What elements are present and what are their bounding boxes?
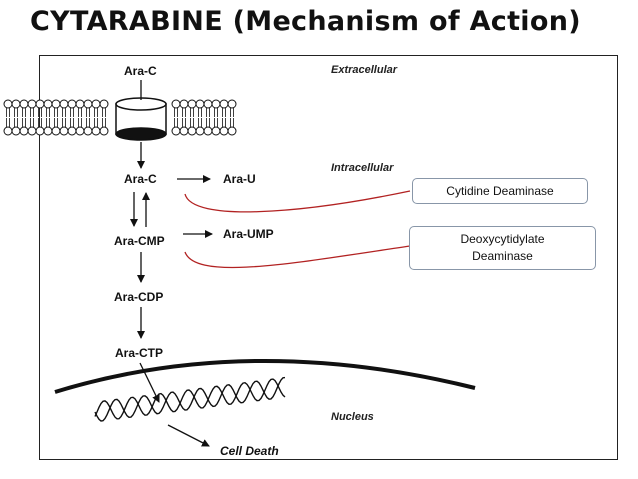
transporter-channel: [115, 97, 167, 141]
lipid-head: [179, 126, 189, 136]
nucleus-label: Nucleus: [331, 411, 374, 423]
lipid-head: [227, 99, 237, 109]
node-cell-death: Cell Death: [220, 444, 279, 458]
lipid-head: [11, 126, 21, 136]
lipid-head: [219, 126, 229, 136]
lipid-head: [43, 99, 53, 109]
lipid-head: [51, 99, 61, 109]
nuclear-envelope: [54, 358, 476, 394]
lipid-head: [187, 99, 197, 109]
lipid-head: [195, 126, 205, 136]
lipid-head: [59, 99, 69, 109]
node-ara-cmp: Ara-CMP: [114, 234, 165, 248]
lipid-head: [27, 126, 37, 136]
lipid-head: [211, 99, 221, 109]
slide-title: CYTARABINE (Mechanism of Action): [30, 6, 581, 37]
intracellular-label: Intracellular: [331, 162, 394, 174]
node-ara-cdp: Ara-CDP: [114, 290, 163, 304]
lipid-head: [59, 126, 69, 136]
lipid-head: [171, 126, 181, 136]
enzyme-label-deoxycytidylate-line2: Deaminase: [472, 249, 533, 263]
extracellular-label: Extracellular: [331, 64, 398, 76]
lipid-head: [227, 126, 237, 136]
lipid-head: [67, 99, 77, 109]
lipid-head: [19, 126, 29, 136]
node-ara-u: Ara-U: [223, 172, 256, 186]
node-ara-ctp: Ara-CTP: [115, 346, 163, 360]
lipid-head: [187, 126, 197, 136]
lipid-head: [91, 99, 101, 109]
lipid-head: [195, 99, 205, 109]
node-ara-ump: Ara-UMP: [223, 227, 274, 241]
lipid-head: [11, 99, 21, 109]
enzyme-box-deoxycytidylate-deaminase: Deoxycytidylate Deaminase: [409, 226, 596, 270]
enzyme-label-cytidine-deaminase: Cytidine Deaminase: [446, 184, 554, 198]
lipid-head: [35, 99, 45, 109]
connector-deoxycytidylate-deaminase: [184, 245, 411, 269]
lipid-head: [203, 99, 213, 109]
lipid-head: [19, 99, 29, 109]
lipid-head: [35, 126, 45, 136]
connector-cytidine-deaminase: [184, 190, 411, 213]
lipid-head: [67, 126, 77, 136]
lipid-head: [91, 126, 101, 136]
cell-membrane: [3, 99, 237, 136]
lipid-head: [203, 126, 213, 136]
lipid-head: [3, 126, 13, 136]
lipid-head: [75, 99, 85, 109]
lipid-head: [171, 99, 181, 109]
lipid-head: [219, 99, 229, 109]
lipid-head: [83, 99, 93, 109]
lipid-head: [75, 126, 85, 136]
lipid-head: [179, 99, 189, 109]
lipid-head: [99, 99, 109, 109]
lipid-head: [43, 126, 53, 136]
enzyme-label-deoxycytidylate-line1: Deoxycytidylate: [460, 232, 545, 246]
lipid-head: [83, 126, 93, 136]
lipid-head: [99, 126, 109, 136]
node-ara-c: Ara-C: [124, 172, 157, 186]
lipid-head: [51, 126, 61, 136]
dna-strand-2: [94, 378, 286, 420]
arrow-dna-to-cell-death: [167, 424, 210, 447]
enzyme-box-cytidine-deaminase: Cytidine Deaminase: [412, 178, 588, 204]
dna-strand-1: [94, 376, 286, 422]
lipid-head: [211, 126, 221, 136]
node-ara-c-extracellular: Ara-C: [124, 64, 157, 78]
lipid-head: [27, 99, 37, 109]
lipid-head: [3, 99, 13, 109]
